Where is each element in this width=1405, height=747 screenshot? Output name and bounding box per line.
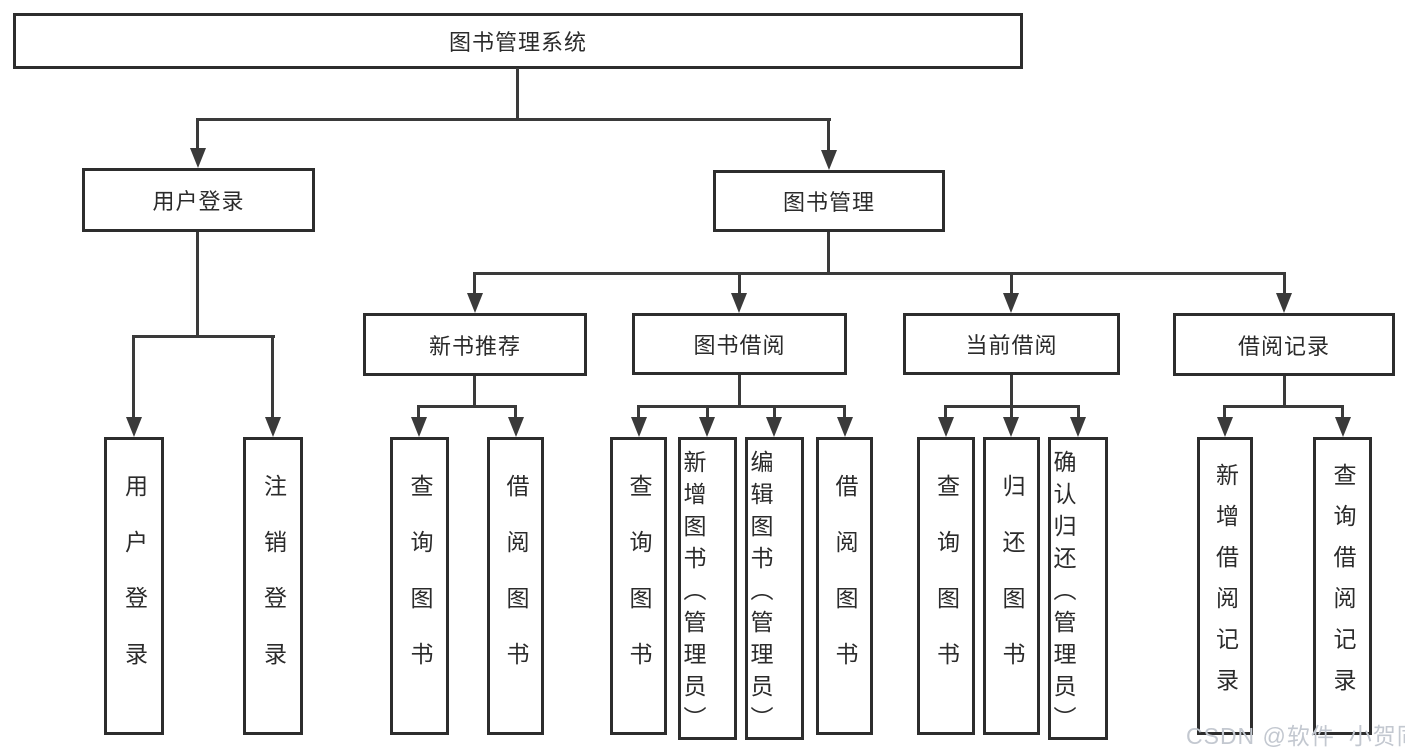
leaf-query-book-1-label: 查询图书: [407, 474, 433, 698]
connector-leaf-stem: [738, 272, 741, 296]
node-borrow-record: 借阅记录: [1173, 313, 1395, 376]
node-root: 图书管理系统: [13, 13, 1023, 69]
connector-borrow-record-rail: [1224, 405, 1344, 408]
connector-current-borrow-down: [1010, 375, 1013, 406]
arrow-down-icon: [190, 148, 206, 168]
connector-leaf-stem: [1010, 405, 1013, 420]
node-book-management: 图书管理: [713, 170, 945, 232]
connector-leaf-stem: [944, 405, 947, 420]
leaf-query-borrow-record-label: 查询借阅记录: [1330, 463, 1356, 709]
leaf-borrow-book-1: 借阅图书: [487, 437, 544, 735]
connector-leaf-stem: [473, 272, 476, 296]
connector-leaf-stem: [843, 405, 846, 420]
leaf-add-book-admin-label: 新增图书（管理员）: [680, 450, 706, 738]
connector-leaf-stem: [417, 405, 420, 420]
connector-user-login-down: [196, 232, 199, 336]
connector-book-borrow-down: [738, 375, 741, 406]
connector-leaf-stem: [706, 405, 709, 420]
arrow-down-icon: [265, 417, 281, 437]
leaf-query-book-3-label: 查询图书: [933, 474, 960, 698]
arrow-down-icon: [1335, 417, 1351, 437]
leaf-borrow-book-2-label: 借阅图书: [832, 474, 858, 698]
node-root-label: 图书管理系统: [448, 30, 587, 55]
leaf-confirm-return-admin-label: 确认归还（管理员）: [1050, 450, 1076, 738]
connector-leaf-stem: [132, 335, 135, 420]
connector-leaf-stem: [1223, 405, 1226, 420]
connector-book-mgmt-stem: [827, 118, 830, 153]
arrow-down-icon: [821, 150, 837, 170]
node-borrow-record-label: 借阅记录: [1237, 333, 1330, 359]
arrow-down-icon: [1217, 417, 1233, 437]
connector-user-login-rail: [133, 335, 275, 338]
connector-new-book-down: [473, 376, 476, 406]
leaf-logout-label: 注销登录: [260, 474, 287, 698]
arrow-down-icon: [411, 417, 427, 437]
leaf-query-book-2-label: 查询图书: [626, 474, 652, 698]
leaf-confirm-return-admin: 确认归还（管理员）: [1048, 437, 1108, 740]
leaf-user-login-label: 用户登录: [121, 474, 148, 698]
arrow-down-icon: [766, 417, 782, 437]
connector-leaf-stem: [1341, 405, 1344, 420]
node-current-borrow: 当前借阅: [903, 313, 1120, 375]
connector-book-mgmt-down: [827, 232, 830, 273]
connector-leaf-stem: [773, 405, 776, 420]
leaf-query-book-3: 查询图书: [917, 437, 975, 735]
arrow-down-icon: [1276, 293, 1292, 313]
leaf-add-borrow-record-label: 新增借阅记录: [1212, 463, 1239, 709]
arrow-down-icon: [508, 417, 524, 437]
leaf-edit-book-admin: 编辑图书（管理员）: [745, 437, 804, 740]
arrow-down-icon: [126, 417, 142, 437]
leaf-borrow-book-2: 借阅图书: [816, 437, 873, 735]
arrow-down-icon: [1003, 417, 1019, 437]
leaf-borrow-book-1-label: 借阅图书: [503, 474, 529, 698]
connector-borrow-record-down: [1283, 376, 1286, 406]
connector-leaf-stem: [1077, 405, 1080, 420]
leaf-user-login: 用户登录: [104, 437, 164, 735]
connector-new-book-rail: [418, 405, 517, 408]
connector-book-borrow-rail: [637, 405, 846, 408]
node-book-management-label: 图书管理: [782, 190, 875, 215]
arrow-down-icon: [731, 293, 747, 313]
arrow-down-icon: [467, 293, 483, 313]
arrow-down-icon: [631, 417, 647, 437]
leaf-return-book: 归还图书: [983, 437, 1040, 735]
connector-leaf-stem: [514, 405, 517, 420]
leaf-query-book-1: 查询图书: [390, 437, 449, 735]
leaf-query-book-2: 查询图书: [610, 437, 667, 735]
node-book-borrow-label: 图书借阅: [693, 333, 786, 358]
leaf-return-book-label: 归还图书: [999, 474, 1025, 698]
connector-leaf-stem: [1010, 272, 1013, 296]
connector-leaf-stem: [1283, 272, 1286, 296]
arrow-down-icon: [938, 417, 954, 437]
leaf-logout: 注销登录: [243, 437, 303, 735]
node-book-borrow: 图书借阅: [632, 313, 847, 375]
leaf-add-borrow-record: 新增借阅记录: [1197, 437, 1253, 735]
arrow-down-icon: [837, 417, 853, 437]
csdn-watermark: CSDN @软件_小贺同学: [1186, 723, 1405, 747]
arrow-down-icon: [1003, 293, 1019, 313]
arrow-down-icon: [699, 417, 715, 437]
node-current-borrow-label: 当前借阅: [965, 333, 1058, 358]
arrow-down-icon: [1070, 417, 1086, 437]
node-user-login-label: 用户登录: [152, 189, 245, 214]
leaf-query-borrow-record: 查询借阅记录: [1313, 437, 1372, 735]
leaf-edit-book-admin-label: 编辑图书（管理员）: [747, 450, 773, 738]
connector-user-login-stem: [196, 118, 199, 151]
connector-leaf-stem: [637, 405, 640, 420]
connector-root-stem: [516, 68, 519, 119]
leaf-add-book-admin: 新增图书（管理员）: [678, 437, 737, 740]
connector-leaf-stem: [271, 335, 274, 420]
connector-level2-rail: [197, 118, 831, 121]
node-new-book-recommend: 新书推荐: [363, 313, 587, 376]
connector-level3-rail: [473, 272, 1286, 275]
node-new-book-recommend-label: 新书推荐: [428, 333, 521, 359]
node-user-login: 用户登录: [82, 168, 315, 232]
